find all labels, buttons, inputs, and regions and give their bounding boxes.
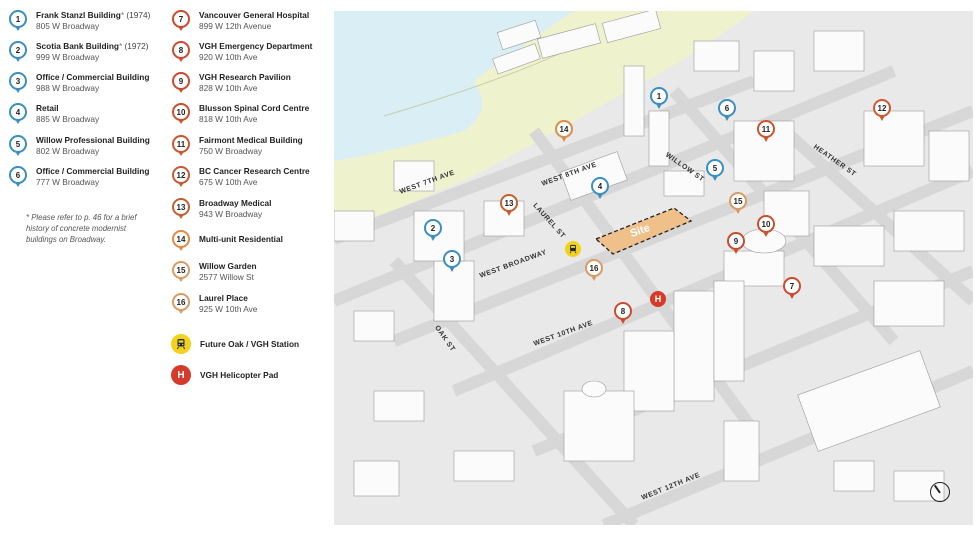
legend-address: 988 W Broadway xyxy=(36,83,100,93)
legend-address: 675 W 10th Ave xyxy=(199,177,258,187)
map-pin-3[interactable]: 3 xyxy=(443,250,461,274)
legend-item-1: 1 Frank Stanzl Building* (1974) 805 W Br… xyxy=(9,10,150,32)
legend-item-station: Future Oak / VGH Station xyxy=(171,334,299,354)
legend-title: Frank Stanzl Building* (1974) xyxy=(36,10,151,20)
legend-address: 899 W 12th Avenue xyxy=(199,21,272,31)
legend-title: BC Cancer Research Centre xyxy=(199,166,310,176)
map-pin-15[interactable]: 15 xyxy=(729,192,747,216)
legend-title: Office / Commercial Building xyxy=(36,72,150,82)
map-pin-icon: 15 xyxy=(172,261,190,283)
map-pin-9[interactable]: 9 xyxy=(727,232,745,256)
legend-item-5: 5 Willow Professional Building 802 W Bro… xyxy=(9,135,150,157)
map-pin-icon: 2 xyxy=(9,41,27,63)
train-station-icon[interactable] xyxy=(565,241,581,257)
map-pin-6[interactable]: 6 xyxy=(718,99,736,123)
legend-address: 999 W Broadway xyxy=(36,52,100,62)
map-pin-icon: 9 xyxy=(172,72,190,94)
legend-title: Fairmont Medical Building xyxy=(199,135,303,145)
map-pin-icon: 12 xyxy=(172,166,190,188)
legend-item-helipad: H VGH Helicopter Pad xyxy=(171,365,278,385)
legend-item-4: 4 Retail 885 W Broadway xyxy=(9,103,99,125)
legend-address: 920 W 10th Ave xyxy=(199,52,258,62)
map-pin-icon: 6 xyxy=(9,166,27,188)
train-icon xyxy=(171,334,191,354)
legend-title: Willow Professional Building xyxy=(36,135,150,145)
legend-title: Vancouver General Hospital xyxy=(199,10,310,20)
map-pin-icon: 13 xyxy=(172,198,190,220)
map-pin-icon: 10 xyxy=(172,103,190,125)
map-pin-icon: 14 xyxy=(172,230,190,252)
map-pin-11[interactable]: 11 xyxy=(757,120,775,144)
map-pin-16[interactable]: 16 xyxy=(585,259,603,283)
legend-item-14: 14 Multi-unit Residential xyxy=(172,230,283,252)
map-pin-4[interactable]: 4 xyxy=(591,177,609,201)
legend-title: VGH Research Pavilion xyxy=(199,72,291,82)
map-pin-7[interactable]: 7 xyxy=(783,277,801,301)
map-pin-1[interactable]: 1 xyxy=(650,87,668,111)
legend-title: Broadway Medical xyxy=(199,198,272,208)
map-pin-12[interactable]: 12 xyxy=(873,99,891,123)
aerial-site-map: Site WEST 7TH AVE WEST 8TH AVE LAUREL ST… xyxy=(334,11,973,525)
legend-address: 805 W Broadway xyxy=(36,21,100,31)
map-pin-icon: 3 xyxy=(9,72,27,94)
north-arrow-icon xyxy=(930,482,950,502)
legend-address: 818 W 10th Ave xyxy=(199,114,258,124)
legend-title: Office / Commercial Building xyxy=(36,166,150,176)
legend-footnote: * Please refer to p. 46 for a brief hist… xyxy=(26,213,137,244)
map-pin-icon: 8 xyxy=(172,41,190,63)
legend-item-2: 2 Scotia Bank Building* (1972) 999 W Bro… xyxy=(9,41,149,63)
map-pin-icon: 11 xyxy=(172,135,190,157)
map-pin-icon: 4 xyxy=(9,103,27,125)
legend-address: 943 W Broadway xyxy=(199,209,263,219)
helicopter-pad-icon: H xyxy=(171,365,191,385)
map-pin-8[interactable]: 8 xyxy=(614,302,632,326)
map-pin-14[interactable]: 14 xyxy=(555,120,573,144)
legend-address: 828 W 10th Ave xyxy=(199,83,258,93)
legend-address: 750 W Broadway xyxy=(199,146,263,156)
legend-title: VGH Helicopter Pad xyxy=(200,369,279,380)
map-pin-icon: 16 xyxy=(172,293,190,315)
map-pin-10[interactable]: 10 xyxy=(757,215,775,239)
legend-item-6: 6 Office / Commercial Building 777 W Bro… xyxy=(9,166,149,188)
map-pin-13[interactable]: 13 xyxy=(500,194,518,218)
legend-address: 885 W Broadway xyxy=(36,114,100,124)
legend-address: 925 W 10th Ave xyxy=(199,304,258,314)
legend-title: Retail xyxy=(36,103,59,113)
map-pin-icon: 5 xyxy=(9,135,27,157)
map-pin-icon: 7 xyxy=(172,10,190,32)
legend-title: VGH Emergency Department xyxy=(199,41,313,51)
legend-title: Willow Garden xyxy=(199,261,257,271)
map-pin-5[interactable]: 5 xyxy=(706,159,724,183)
legend-title: Future Oak / VGH Station xyxy=(200,338,300,349)
map-pin-icon: 1 xyxy=(9,10,27,32)
map-pin-2[interactable]: 2 xyxy=(424,219,442,243)
legend-title: Multi-unit Residential xyxy=(199,234,283,244)
legend-title: Blusson Spinal Cord Centre xyxy=(199,103,310,113)
legend-address: 2577 Willow St xyxy=(199,272,254,282)
legend-address: 802 W Broadway xyxy=(36,146,100,156)
helicopter-pad-icon[interactable]: H xyxy=(650,291,666,307)
legend-address: 777 W Broadway xyxy=(36,177,100,187)
legend-item-3: 3 Office / Commercial Building 988 W Bro… xyxy=(9,72,149,94)
legend-title: Scotia Bank Building* (1972) xyxy=(36,41,149,51)
legend-title: Laurel Place xyxy=(199,293,248,303)
